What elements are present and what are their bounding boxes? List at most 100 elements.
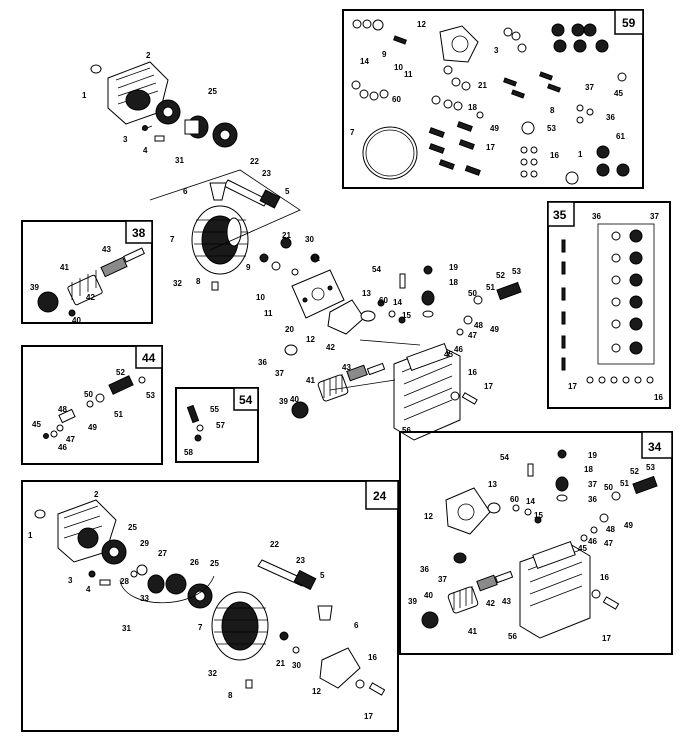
svg-text:53: 53	[146, 391, 155, 400]
svg-text:47: 47	[66, 435, 75, 444]
svg-text:4: 4	[143, 146, 148, 155]
svg-text:14: 14	[526, 497, 535, 506]
svg-text:45: 45	[32, 420, 41, 429]
svg-text:34: 34	[648, 440, 662, 454]
svg-text:6: 6	[354, 621, 359, 630]
svg-text:5: 5	[285, 187, 290, 196]
svg-text:49: 49	[624, 521, 633, 530]
svg-text:50: 50	[84, 390, 93, 399]
seal-1	[90, 64, 102, 74]
svg-text:57: 57	[216, 421, 225, 430]
svg-text:42: 42	[486, 599, 495, 608]
svg-text:22: 22	[270, 540, 279, 549]
svg-text:21: 21	[478, 81, 487, 90]
svg-text:61: 61	[616, 132, 625, 141]
svg-text:36: 36	[592, 212, 601, 221]
svg-text:54: 54	[239, 393, 253, 407]
svg-text:41: 41	[468, 627, 477, 636]
svg-text:17: 17	[602, 634, 611, 643]
svg-text:61: 61	[311, 254, 320, 263]
svg-text:47: 47	[468, 331, 477, 340]
plug-61	[310, 253, 320, 263]
svg-text:51: 51	[486, 283, 495, 292]
svg-text:19: 19	[588, 451, 597, 460]
svg-text:45: 45	[578, 544, 587, 553]
svg-text:30: 30	[305, 235, 314, 244]
svg-text:36: 36	[588, 495, 597, 504]
svg-text:54: 54	[500, 453, 509, 462]
main-labels: 1 2 3 4 5 6 7 8 9 10 11 12 13 14 15 16 1…	[82, 51, 521, 435]
screw-8	[211, 281, 219, 291]
svg-text:17: 17	[364, 712, 373, 721]
svg-text:37: 37	[275, 369, 284, 378]
cap-37	[421, 290, 435, 306]
svg-text:37: 37	[585, 83, 594, 92]
svg-text:60: 60	[510, 495, 519, 504]
bolt-17	[461, 392, 478, 405]
manifold-56	[393, 342, 461, 441]
svg-text:7: 7	[170, 235, 175, 244]
svg-text:54: 54	[372, 265, 381, 274]
gasket-12	[327, 299, 365, 335]
svg-text:46: 46	[588, 537, 597, 546]
svg-text:40: 40	[72, 316, 81, 325]
svg-text:38: 38	[132, 226, 146, 240]
svg-text:10: 10	[256, 293, 265, 302]
ring-36	[422, 310, 434, 318]
svg-text:16: 16	[550, 151, 559, 160]
svg-text:1: 1	[82, 91, 87, 100]
svg-text:3: 3	[494, 46, 499, 55]
svg-text:43: 43	[102, 245, 111, 254]
svg-text:2: 2	[146, 51, 151, 60]
svg-text:53: 53	[646, 463, 655, 472]
svg-text:4: 4	[86, 585, 91, 594]
svg-text:40: 40	[424, 591, 433, 600]
svg-text:40: 40	[290, 395, 299, 404]
svg-text:36: 36	[258, 358, 267, 367]
svg-text:12: 12	[306, 335, 315, 344]
svg-text:42: 42	[326, 343, 335, 352]
svg-text:17: 17	[568, 382, 577, 391]
svg-text:52: 52	[630, 467, 639, 476]
svg-text:14: 14	[393, 298, 402, 307]
svg-text:52: 52	[496, 271, 505, 280]
svg-text:59: 59	[622, 16, 636, 30]
svg-text:23: 23	[262, 169, 271, 178]
cap-19	[423, 265, 433, 275]
svg-text:6: 6	[183, 187, 188, 196]
spring-5	[259, 189, 281, 209]
svg-text:25: 25	[128, 523, 137, 532]
svg-text:45: 45	[444, 350, 453, 359]
kit-box-38: 38 43 41 42 39 40	[21, 220, 153, 325]
svg-text:60: 60	[379, 296, 388, 305]
svg-text:11: 11	[404, 70, 413, 79]
svg-text:58: 58	[184, 448, 193, 457]
svg-text:31: 31	[122, 624, 131, 633]
cover-20	[291, 269, 345, 319]
svg-text:36: 36	[606, 113, 615, 122]
svg-text:9: 9	[382, 50, 387, 59]
svg-text:42: 42	[86, 293, 95, 302]
svg-text:16: 16	[468, 368, 477, 377]
svg-text:52: 52	[116, 368, 125, 377]
svg-text:16: 16	[654, 393, 663, 402]
valve-54	[399, 273, 406, 289]
svg-text:17: 17	[484, 382, 493, 391]
svg-text:47: 47	[604, 539, 613, 548]
svg-text:50: 50	[468, 289, 477, 298]
svg-text:25: 25	[208, 87, 217, 96]
kit-box-34: 34 54 19 18 37 36 13 6	[399, 431, 673, 655]
svg-text:45: 45	[614, 89, 623, 98]
svg-text:50: 50	[604, 483, 613, 492]
svg-text:1: 1	[28, 531, 33, 540]
svg-text:13: 13	[362, 289, 371, 298]
svg-text:53: 53	[547, 124, 556, 133]
kit-box-54: 54 55 57 58	[175, 387, 259, 463]
svg-text:60: 60	[392, 95, 401, 104]
main-assembly	[90, 61, 522, 441]
svg-text:41: 41	[60, 263, 69, 272]
svg-text:56: 56	[402, 426, 411, 435]
svg-text:22: 22	[250, 157, 259, 166]
svg-text:10: 10	[394, 63, 403, 72]
svg-text:15: 15	[534, 511, 543, 520]
